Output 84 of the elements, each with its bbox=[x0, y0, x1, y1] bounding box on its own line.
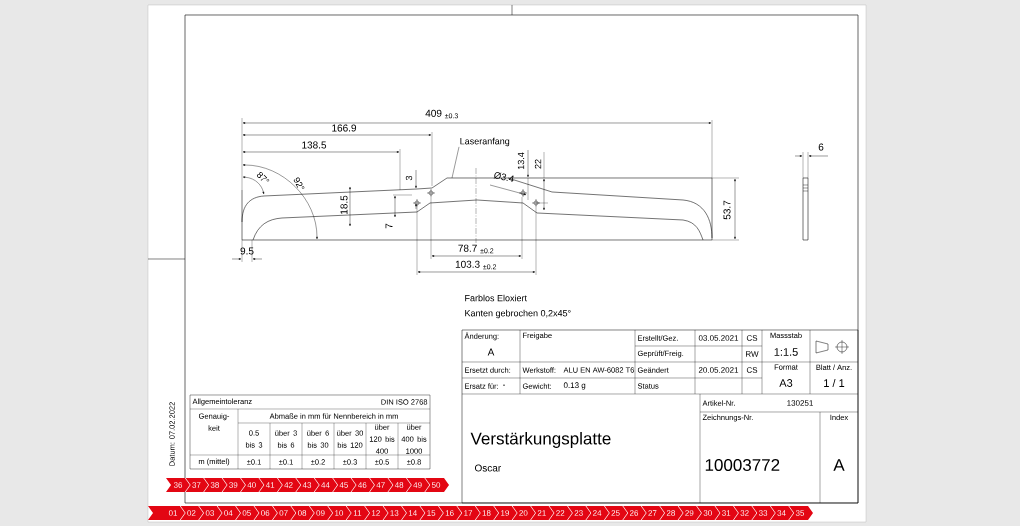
zone-number: 15 bbox=[427, 510, 436, 516]
zone-number: 34 bbox=[777, 510, 786, 516]
zone-number: 50 bbox=[431, 482, 441, 488]
zone-number: 38 bbox=[210, 482, 219, 488]
zone-number: 19 bbox=[501, 510, 509, 516]
zone-number: 22 bbox=[556, 510, 565, 516]
title-block-text: 130251 bbox=[787, 400, 813, 406]
zone-number: 41 bbox=[265, 482, 275, 488]
zone-number: 17 bbox=[464, 510, 473, 516]
dimension-text: 138.5 bbox=[302, 141, 327, 149]
note-text: Farblos Eloxiert bbox=[465, 294, 527, 302]
zone-number: 05 bbox=[242, 510, 251, 516]
zone-number: 47 bbox=[376, 482, 385, 488]
zone-number: 09 bbox=[316, 510, 325, 516]
note-text: Kanten gebrochen 0,2x45° bbox=[465, 309, 571, 319]
zone-number: 45 bbox=[339, 482, 348, 488]
zone-number: 04 bbox=[224, 510, 233, 516]
title-block-text: 20.05.2021 bbox=[698, 367, 739, 373]
zone-number: 25 bbox=[611, 510, 620, 516]
zone-number: 16 bbox=[445, 510, 454, 516]
zone-number: 32 bbox=[740, 510, 749, 516]
zone-number: 36 bbox=[173, 482, 183, 488]
dimension-text: Ø3.4 bbox=[493, 172, 514, 183]
title-block-text: 0.13 g bbox=[563, 382, 586, 390]
zone-number: 24 bbox=[593, 510, 602, 516]
zone-number: 07 bbox=[279, 510, 288, 516]
zone-number: 31 bbox=[722, 510, 731, 516]
drawing-number: 10003772 bbox=[705, 458, 780, 471]
zone-number: 49 bbox=[413, 482, 422, 488]
dimension-text: 18.5 bbox=[340, 195, 348, 214]
dimension-text: 7 bbox=[385, 223, 393, 229]
zone-number: 42 bbox=[284, 482, 293, 488]
zone-number: 03 bbox=[205, 510, 214, 516]
zone-number: 06 bbox=[261, 510, 270, 516]
dimension-text: 103.3 $_{±0.2}$ bbox=[455, 260, 497, 270]
dimension-text: 92° bbox=[293, 177, 305, 189]
title-block-text: Oscar bbox=[475, 464, 501, 472]
zone-number: 08 bbox=[297, 510, 307, 516]
title-block-text: A3 bbox=[779, 379, 793, 387]
zone-number: 44 bbox=[321, 482, 330, 488]
dimension-text: 3 bbox=[405, 175, 413, 181]
dimension-text: 22 bbox=[534, 159, 542, 169]
title-block-text: A bbox=[833, 459, 845, 471]
zone-number: 12 bbox=[372, 510, 380, 516]
dimension-text: 53.7 bbox=[723, 200, 731, 220]
drawing-title: Verstärkungsplatte bbox=[470, 432, 611, 448]
dimension-text: 409 $_{±0.3}$ bbox=[425, 109, 458, 119]
zone-number: 18 bbox=[482, 510, 491, 516]
title-block-text: CS bbox=[746, 367, 758, 373]
title-block-text: CS bbox=[746, 335, 758, 341]
callout-text: Laseranfang bbox=[460, 137, 510, 147]
zone-number: 43 bbox=[302, 482, 312, 488]
title-block-text: RW bbox=[746, 351, 759, 357]
zone-number: 28 bbox=[666, 510, 675, 516]
zone-number: 46 bbox=[358, 482, 367, 488]
zone-number: 33 bbox=[758, 510, 768, 516]
dimension-text: 6 bbox=[818, 143, 824, 151]
zone-number: 10 bbox=[335, 510, 344, 516]
zone-number: 40 bbox=[247, 482, 256, 488]
zone-number: 02 bbox=[187, 510, 196, 516]
leader-line bbox=[451, 146, 460, 179]
dimension-text: 166.9 bbox=[332, 124, 357, 132]
zone-number: 11 bbox=[353, 510, 362, 516]
title-block-text: A bbox=[487, 348, 495, 356]
title-block-text: 1 / 1 bbox=[824, 378, 845, 388]
dimension-text: 13.4 bbox=[517, 152, 525, 170]
zone-number: 39 bbox=[229, 482, 238, 488]
zone-number: 48 bbox=[394, 482, 404, 488]
dimension-text: 87° bbox=[256, 172, 270, 182]
zone-number: 35 bbox=[795, 510, 805, 516]
title-block-text: 1:1.5 bbox=[774, 348, 798, 356]
zone-number: 29 bbox=[685, 510, 694, 516]
zone-number: 30 bbox=[703, 510, 712, 516]
zone-number: 21 bbox=[537, 510, 546, 516]
title-block-text: 03.05.2021 bbox=[698, 335, 739, 341]
zone-number: 13 bbox=[390, 510, 399, 516]
zone-number: 20 bbox=[519, 510, 528, 516]
zone-number: 01 bbox=[168, 510, 178, 516]
zone-number: 14 bbox=[408, 510, 417, 516]
zone-number: 26 bbox=[629, 510, 639, 516]
zone-number: 23 bbox=[574, 510, 583, 516]
zone-number: 37 bbox=[192, 482, 201, 488]
zone-number: 27 bbox=[648, 510, 657, 516]
title-block-text: - bbox=[503, 384, 505, 386]
